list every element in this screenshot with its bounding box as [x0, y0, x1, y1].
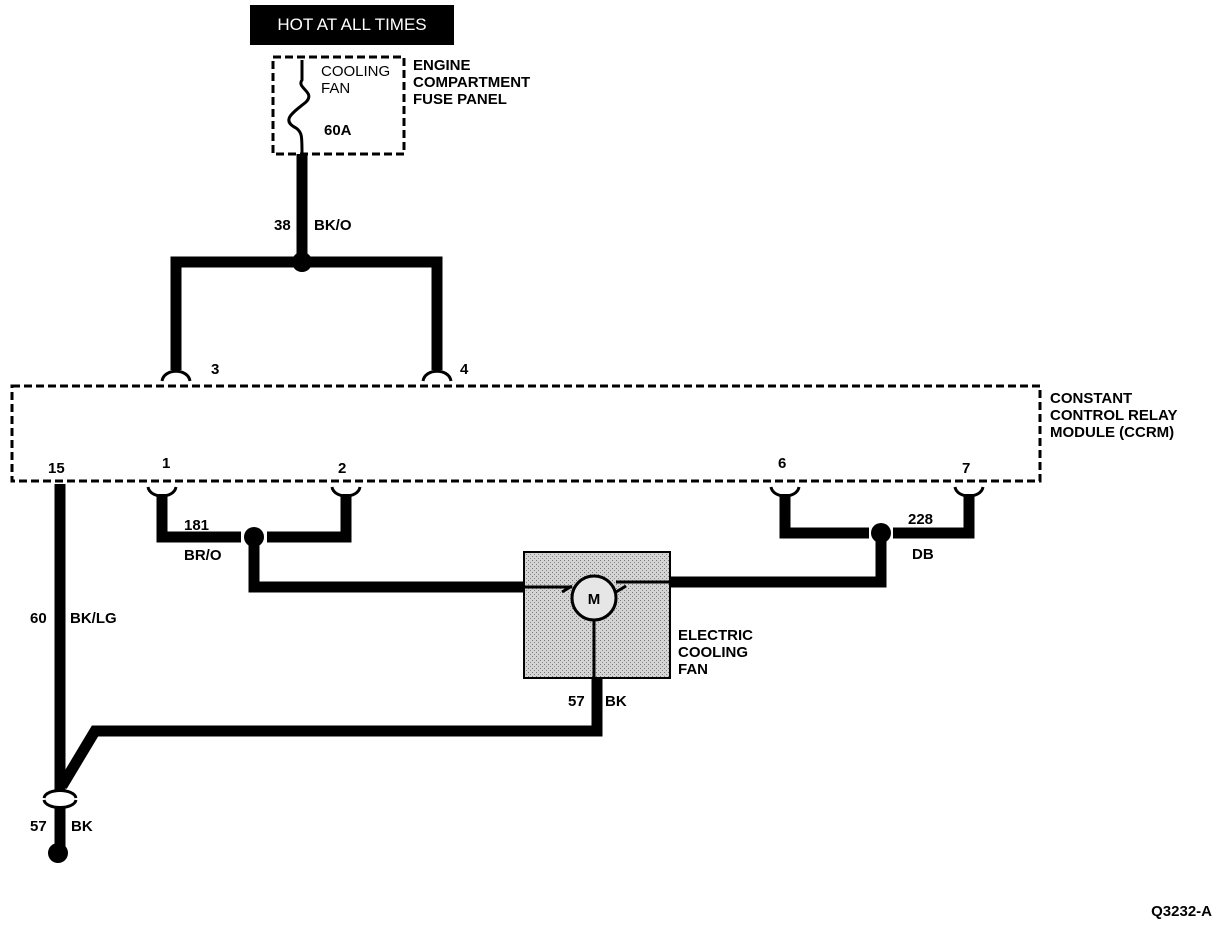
pin-7-label: 7	[962, 460, 970, 477]
pin-15-label: 15	[48, 460, 65, 477]
engine-compartment-fuse-panel: COOLING FAN 60A ENGINE COMPARTMENT FUSE …	[271, 55, 530, 156]
module-title-line2: CONTROL RELAY	[1050, 407, 1178, 424]
fuse-panel-title-line3: FUSE PANEL	[413, 91, 507, 108]
splice-38	[292, 252, 312, 272]
fan-title-line3: FAN	[678, 661, 708, 678]
wire-57-ground-color: BK	[71, 818, 93, 835]
ground-point	[48, 843, 68, 863]
wire-228: 228 DB	[670, 494, 975, 588]
pin-3-label: 3	[211, 361, 219, 378]
wire-38: 38 BK/O	[170, 154, 443, 370]
wire-228-color: DB	[912, 546, 934, 563]
hot-at-all-times-header: HOT AT ALL TIMES	[250, 5, 454, 45]
connector-pin-4	[421, 369, 453, 382]
fuse-symbol	[287, 60, 311, 155]
wire-38-circuit: 38	[274, 217, 291, 234]
electric-cooling-fan: M ELECTRIC COOLING FAN	[523, 551, 753, 679]
fan-motor-symbol: M	[588, 591, 601, 608]
wire-60-circuit: 60	[30, 610, 47, 627]
connector-pin-3	[160, 369, 192, 382]
wire-57-fan-color: BK	[605, 693, 627, 710]
constant-control-relay-module: 3 4 15 1 2 6 7 CONSTANT CONTROL RELAY MO…	[10, 361, 1178, 483]
pin-1-label: 1	[162, 455, 170, 472]
fuse-name-line1: COOLING	[321, 63, 390, 80]
fan-motor-icon	[570, 574, 618, 622]
wire-38-color: BK/O	[314, 217, 352, 234]
pin-2-label: 2	[338, 460, 346, 477]
fuse-name-line2: FAN	[321, 80, 350, 97]
ground-connection: 57 BK	[30, 789, 93, 863]
fuse-panel-title-line1: ENGINE	[413, 57, 471, 74]
wire-60-color: BK/LG	[70, 610, 117, 627]
module-title-line3: MODULE (CCRM)	[1050, 424, 1174, 441]
header-label: HOT AT ALL TIMES	[277, 15, 426, 34]
wire-57-ground-circuit: 57	[30, 818, 47, 835]
wire-60: 60 BK/LG	[30, 484, 117, 790]
wire-57-fan: 57 BK	[57, 678, 627, 789]
fuse-panel-title-line2: COMPARTMENT	[413, 74, 530, 91]
fan-title-line1: ELECTRIC	[678, 627, 753, 644]
module-title-line1: CONSTANT	[1050, 390, 1132, 407]
wire-228-circuit: 228	[908, 511, 933, 528]
wire-57-fan-circuit: 57	[568, 693, 585, 710]
wire-181-circuit: 181	[184, 517, 209, 534]
wire-181: 181 BR/O	[156, 494, 525, 593]
pin-6-label: 6	[778, 455, 786, 472]
figure-id: Q3232-A	[1151, 903, 1212, 920]
ground-connector-upper	[42, 789, 78, 799]
pin-4-label: 4	[460, 361, 469, 378]
fuse-rating: 60A	[324, 122, 352, 139]
fan-title-line2: COOLING	[678, 644, 748, 661]
wire-181-color: BR/O	[184, 547, 222, 564]
